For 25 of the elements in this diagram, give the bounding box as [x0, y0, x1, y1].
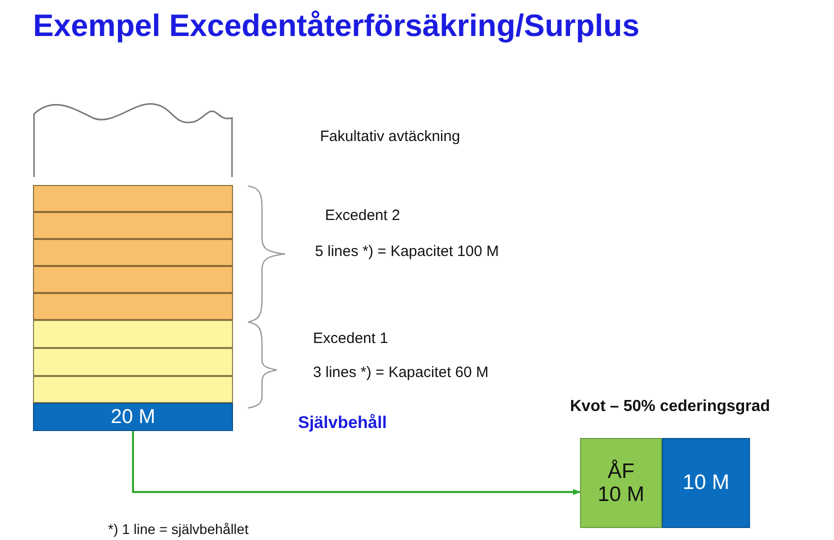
stacked-layer-bar	[33, 293, 233, 320]
label: 3 lines *) = Kapacitet 60 M	[313, 364, 489, 381]
node-text: ÅF 10 M	[596, 460, 646, 506]
title: Exempel Excedentåterförsäkring/Surplus	[33, 8, 640, 45]
node-text: 10 M	[682, 471, 730, 495]
open-top-shape	[33, 100, 233, 177]
label: Excedent 1	[313, 330, 388, 347]
heading: Kvot – 50% cederingsgrad	[570, 398, 770, 416]
label: 5 lines *) = Kapacitet 100 M	[315, 243, 499, 260]
share-box	[662, 438, 750, 528]
stacked-layer-bar	[33, 212, 233, 239]
footnote: *) 1 line = självbehållet	[108, 521, 248, 537]
node-text: 20 M	[110, 406, 156, 428]
retention-bar	[33, 403, 233, 431]
stacked-layer-bar	[33, 376, 233, 403]
stacked-layer-bar	[33, 185, 233, 212]
share-box	[580, 438, 662, 528]
arrow	[132, 431, 581, 495]
label: Fakultativ avtäckning	[320, 128, 460, 145]
label: Självbehåll	[298, 413, 387, 433]
label: Excedent 2	[325, 207, 400, 224]
stacked-layer-bar	[33, 266, 233, 293]
stacked-layer-bar	[33, 239, 233, 266]
stacked-layer-bar	[33, 348, 233, 376]
stacked-layer-bar	[33, 320, 233, 348]
